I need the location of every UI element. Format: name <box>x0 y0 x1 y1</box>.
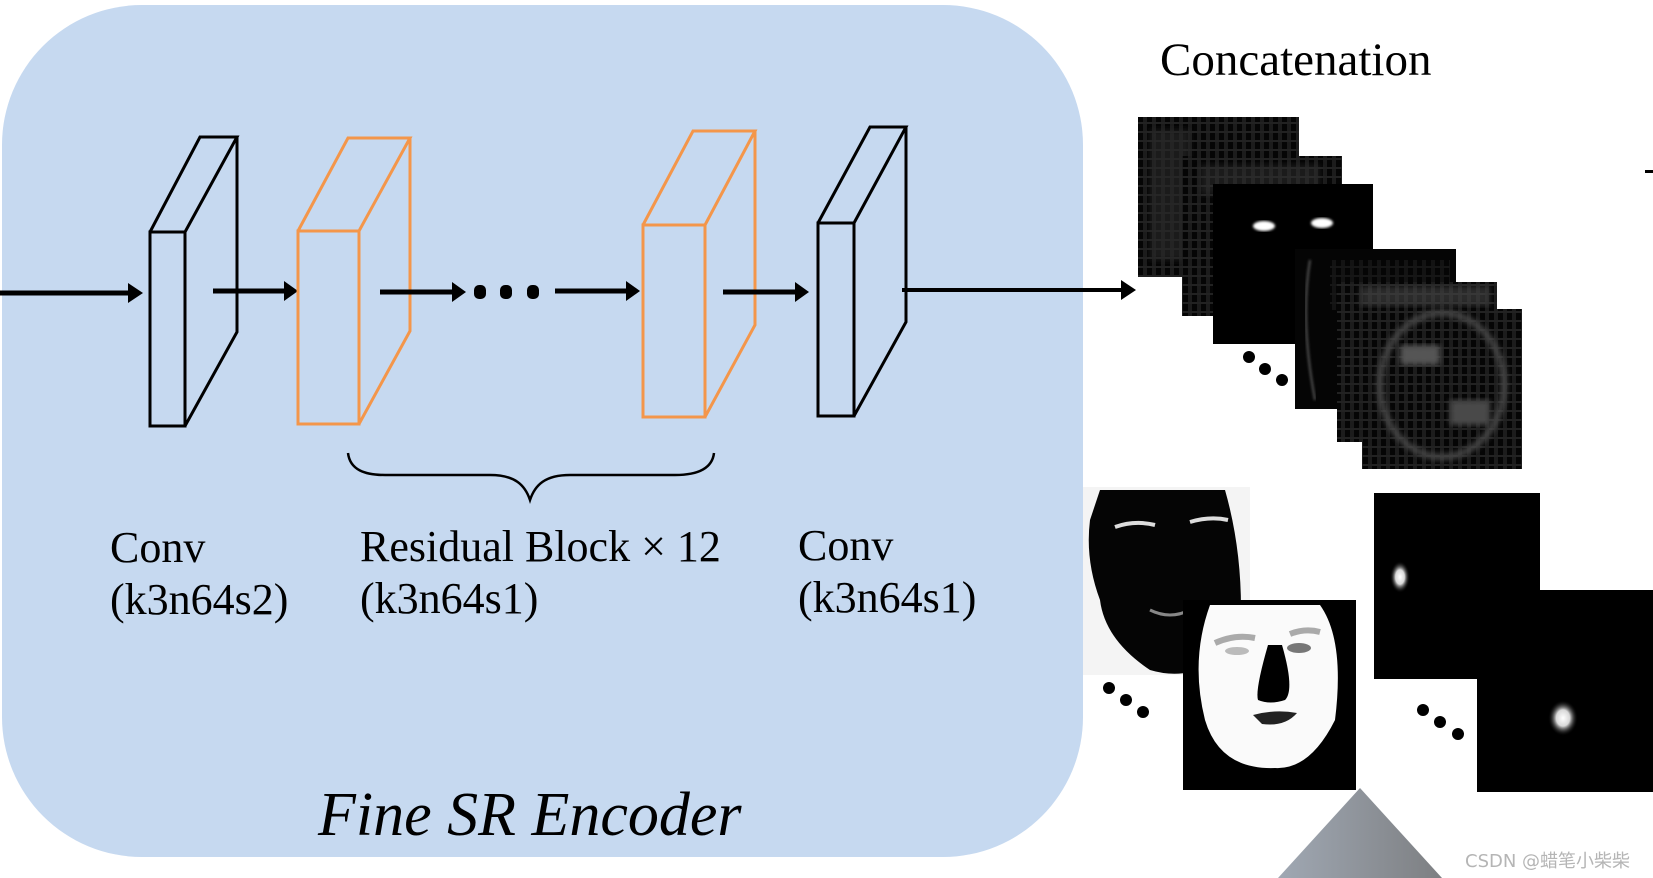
concatenation-title: Concatenation <box>1160 34 1431 86</box>
conv1-params: (k3n64s2) <box>110 575 288 624</box>
feature-maps-ellipsis <box>1243 351 1288 386</box>
residual-label: Residual Block × 12 <box>360 522 721 571</box>
conv2-label: Conv <box>798 521 893 570</box>
input-arrow <box>0 283 143 303</box>
arrow-conv1-to-res1 <box>213 281 298 301</box>
parsing-maps-stack <box>1083 487 1356 790</box>
arrow-res-last-to-conv2 <box>723 282 809 302</box>
residual-params: (k3n64s1) <box>360 574 538 623</box>
residual-block-first <box>296 136 413 426</box>
watermark: CSDN @蜡笔小柴柴 <box>1465 851 1630 872</box>
heatmaps-stack <box>1374 493 1653 792</box>
arrow-res1-to-ellipsis <box>380 282 466 302</box>
ellipsis-dots <box>474 285 539 299</box>
encoder-title: Fine SR Encoder <box>317 781 742 849</box>
heatmaps-ellipsis <box>1417 704 1464 740</box>
conv2-params: (k3n64s1) <box>798 573 976 622</box>
conv-block-2 <box>816 125 909 418</box>
encoder-panel <box>2 5 1083 857</box>
parsing-maps-ellipsis <box>1103 682 1149 718</box>
conv-block-1 <box>148 135 240 428</box>
arrow-ellipsis-to-res-last <box>555 281 640 301</box>
heatmap <box>1477 590 1653 792</box>
residual-brace <box>346 452 716 504</box>
parsing-map-segmentation <box>1183 600 1356 790</box>
edge-mark <box>1645 170 1653 173</box>
residual-block-last <box>641 129 758 419</box>
feature-maps-stack <box>1138 117 1522 469</box>
conv1-label: Conv <box>110 523 205 572</box>
feature-map-face <box>1362 309 1522 469</box>
triangle-shape <box>1278 788 1442 878</box>
output-arrow <box>902 280 1136 300</box>
